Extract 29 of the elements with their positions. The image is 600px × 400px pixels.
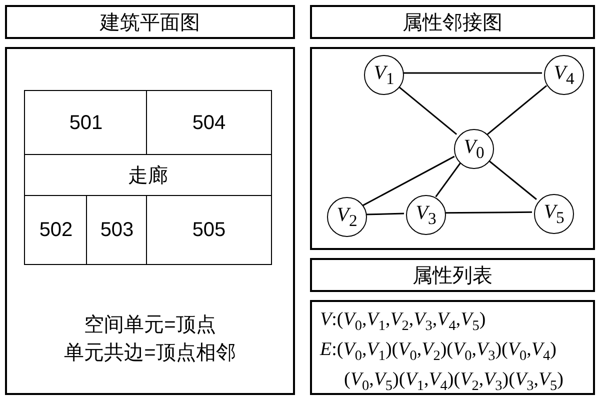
edge-line (396, 85, 458, 135)
room: 504 (146, 90, 272, 156)
edge-line (364, 212, 404, 216)
corridor: 走廊 (24, 154, 272, 197)
edge-line (444, 211, 532, 214)
room: 502 (24, 195, 88, 265)
edge-line (402, 72, 542, 74)
title-box: 属性邻接图 (310, 5, 595, 39)
floor-plan-panel (5, 47, 295, 395)
title-box: 属性列表 (310, 258, 595, 292)
vertex-circle: V$_{1}$ (364, 55, 404, 95)
edge-line (435, 162, 461, 198)
graph-panel (310, 47, 595, 250)
room: 501 (24, 90, 148, 156)
vertex-circle: V$_{4}$ (544, 55, 584, 95)
note-text: 空间单元=顶点 (83, 313, 217, 338)
title-box: 建筑平面图 (5, 5, 295, 39)
room: 505 (146, 195, 272, 265)
note-text: 单元共边=顶点相邻 (63, 341, 237, 366)
vertex-circle: V$_{3}$ (406, 195, 446, 235)
vertex-circle: V$_{2}$ (327, 197, 367, 237)
edge-line (362, 156, 455, 206)
set-notation: E:(V$_{0}$,V$_{1}$)(V$_{0}$,V$_{2}$)(V$_{0}$,V$_{3}$)(V$_{0}$,V$_{4}$) (V$_{0}$,V$_{5}$)(V$_{1}$,V$_{4}$)(V$_{2}$,V$_{3}$)(V$_{3}$,V$_{5}$) (320, 338, 564, 396)
vertex-circle: V$_{0}$ (454, 129, 494, 169)
edge-line (486, 85, 548, 135)
vertex-circle: V$_{5}$ (534, 194, 574, 234)
room: 503 (86, 195, 148, 265)
edge-line (487, 159, 537, 200)
set-notation: V:(V$_{0}$,V$_{1}$,V$_{2}$,V$_{3}$,V$_{4}$,V$_{5}$) (320, 308, 487, 336)
